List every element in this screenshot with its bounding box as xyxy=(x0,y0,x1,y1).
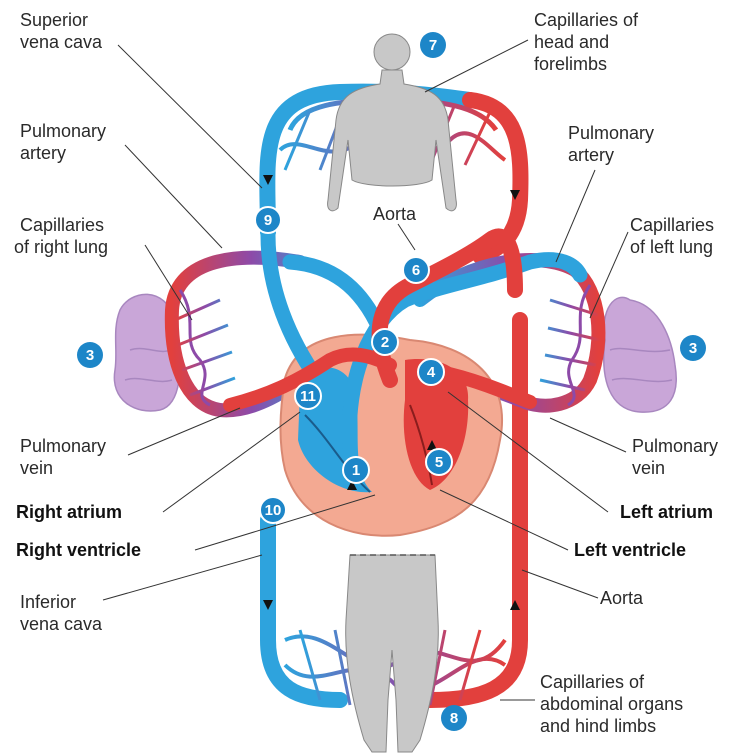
step-marker-5: 5 xyxy=(426,449,452,475)
svg-text:vein: vein xyxy=(20,458,53,478)
label-aorta-bottom: Aorta xyxy=(600,588,644,608)
step-marker-3-right: 3 xyxy=(680,335,706,361)
svg-text:and hind limbs: and hind limbs xyxy=(540,716,656,736)
svg-text:forelimbs: forelimbs xyxy=(534,54,607,74)
svg-text:vena cava: vena cava xyxy=(20,32,103,52)
step-marker-1: 1 xyxy=(343,457,369,483)
label-capillaries-left-lung: Capillaries of left lung xyxy=(630,215,714,257)
label-pulmonary-artery-left: Pulmonary artery xyxy=(20,121,106,163)
svg-text:Capillaries: Capillaries xyxy=(20,215,104,235)
lower-body-silhouette xyxy=(346,555,439,752)
label-pulmonary-vein-left: Pulmonary vein xyxy=(20,436,106,478)
left-lung xyxy=(604,297,676,412)
svg-text:6: 6 xyxy=(412,262,420,279)
step-marker-8: 8 xyxy=(441,705,467,731)
svg-text:Pulmonary: Pulmonary xyxy=(568,123,654,143)
upper-body-silhouette xyxy=(328,34,457,211)
svg-text:artery: artery xyxy=(568,145,614,165)
svg-text:Superior: Superior xyxy=(20,10,88,30)
svg-text:9: 9 xyxy=(264,212,272,229)
label-capillaries-right-lung: Capillaries of right lung xyxy=(14,215,108,257)
step-marker-3-left: 3 xyxy=(77,342,103,368)
label-pulmonary-artery-right: Pulmonary artery xyxy=(568,123,654,165)
svg-text:Capillaries of: Capillaries of xyxy=(540,672,645,692)
svg-text:abdominal organs: abdominal organs xyxy=(540,694,683,714)
svg-text:3: 3 xyxy=(86,347,94,364)
step-marker-7: 7 xyxy=(420,32,446,58)
svg-text:Pulmonary: Pulmonary xyxy=(20,121,106,141)
svg-text:Capillaries of: Capillaries of xyxy=(534,10,639,30)
label-left-atrium: Left atrium xyxy=(620,502,713,522)
svg-text:vena cava: vena cava xyxy=(20,614,103,634)
label-aorta-top: Aorta xyxy=(373,204,417,224)
step-marker-4: 4 xyxy=(418,359,444,385)
step-marker-11: 11 xyxy=(295,383,321,409)
svg-text:vein: vein xyxy=(632,458,665,478)
label-pulmonary-vein-right: Pulmonary vein xyxy=(632,436,718,478)
svg-text:2: 2 xyxy=(381,334,389,351)
svg-text:3: 3 xyxy=(689,340,697,357)
svg-text:5: 5 xyxy=(435,454,443,471)
svg-text:of right lung: of right lung xyxy=(14,237,108,257)
svg-text:Pulmonary: Pulmonary xyxy=(20,436,106,456)
label-capillaries-head: Capillaries of head and forelimbs xyxy=(534,10,639,74)
svg-text:1: 1 xyxy=(352,462,360,479)
svg-text:Pulmonary: Pulmonary xyxy=(632,436,718,456)
step-marker-9: 9 xyxy=(255,207,281,233)
label-left-ventricle: Left ventricle xyxy=(574,540,686,560)
step-marker-6: 6 xyxy=(403,257,429,283)
svg-text:of left lung: of left lung xyxy=(630,237,713,257)
label-right-ventricle: Right ventricle xyxy=(16,540,141,560)
label-superior-vena-cava: Superior vena cava xyxy=(20,10,103,52)
label-inferior-vena-cava: Inferior vena cava xyxy=(20,592,103,634)
svg-text:4: 4 xyxy=(427,364,436,381)
step-marker-10: 10 xyxy=(260,497,286,523)
label-right-atrium: Right atrium xyxy=(16,502,122,522)
svg-text:11: 11 xyxy=(300,388,316,405)
svg-text:7: 7 xyxy=(429,37,437,54)
svg-text:Inferior: Inferior xyxy=(20,592,76,612)
svg-text:artery: artery xyxy=(20,143,66,163)
svg-text:Capillaries: Capillaries xyxy=(630,215,714,235)
label-capillaries-abdominal: Capillaries of abdominal organs and hind… xyxy=(540,672,683,736)
step-marker-2: 2 xyxy=(372,329,398,355)
svg-text:head and: head and xyxy=(534,32,609,52)
svg-text:8: 8 xyxy=(450,710,458,727)
svg-text:10: 10 xyxy=(265,502,282,519)
